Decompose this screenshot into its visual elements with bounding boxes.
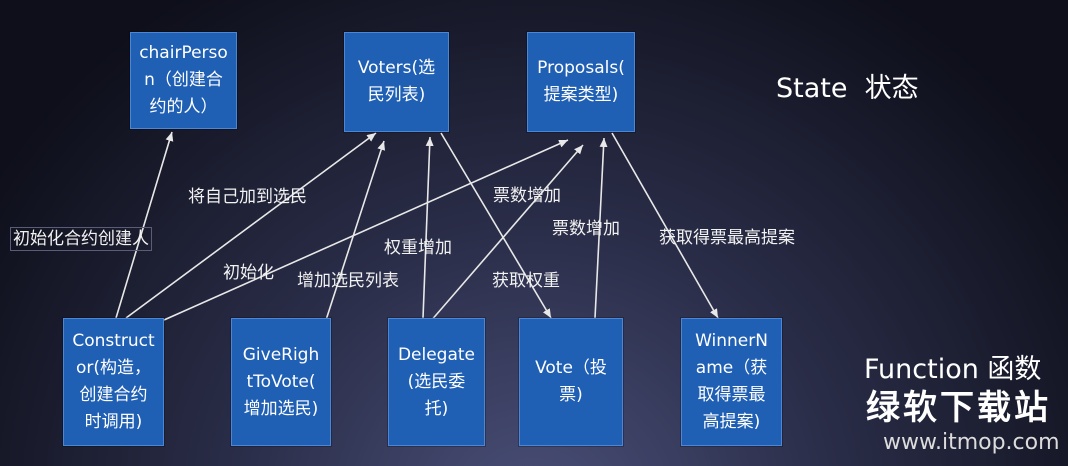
- edge-label-get-highest: 获取得票最高提案: [659, 228, 795, 248]
- state-box-voters: Voters(选 民列表): [344, 32, 449, 132]
- edge-constructor-proposals: [163, 139, 569, 321]
- edge-vote-proposals: [594, 137, 608, 319]
- edge-label-weight-add: 权重增加: [384, 238, 452, 258]
- function-box-constructor: Construct or(构造， 创建合约 时调用): [63, 318, 164, 446]
- edge-label-vote-add-1: 票数增加: [493, 186, 561, 206]
- edge-constructor-voters: [125, 132, 377, 319]
- function-section-label: Function 函数: [864, 354, 1042, 385]
- state-box-chairperson: chairPerso n（创建合 约的人）: [130, 32, 237, 129]
- edge-label-init: 初始化: [223, 263, 274, 283]
- function-box-delegate: Delegate (选民委 托): [388, 318, 485, 446]
- edge-label-get-weight: 获取权重: [492, 271, 560, 291]
- edge-voters-vote: [440, 132, 552, 319]
- edge-constructor-chairperson: [115, 131, 174, 319]
- edge-proposals-winnername: [611, 132, 719, 319]
- function-box-giverighttovote: GiveRigh tToVote( 增加选民): [231, 318, 331, 446]
- function-box-vote: Vote（投 票): [519, 318, 623, 446]
- edge-label-vote-add-2: 票数增加: [552, 219, 620, 239]
- edge-label-add-voter-list: 增加选民列表: [297, 271, 399, 291]
- watermark-url: www.itmop.com: [883, 430, 1060, 455]
- edge-giveright-voters: [325, 140, 386, 321]
- edge-label-add-self-voter: 将自己加到选民: [188, 187, 307, 207]
- function-box-winnername: WinnerN ame（获 取得票最 高提案): [681, 318, 782, 446]
- edge-label-init-creator: 初始化合约创建人: [10, 227, 152, 251]
- state-box-proposals: Proposals( 提案类型): [527, 32, 635, 132]
- state-section-label: State 状态: [776, 73, 919, 104]
- edge-delegate-voters: [422, 136, 434, 319]
- edge-delegate-proposals: [429, 144, 584, 323]
- watermark-site-name: 绿软下载站: [866, 388, 1051, 428]
